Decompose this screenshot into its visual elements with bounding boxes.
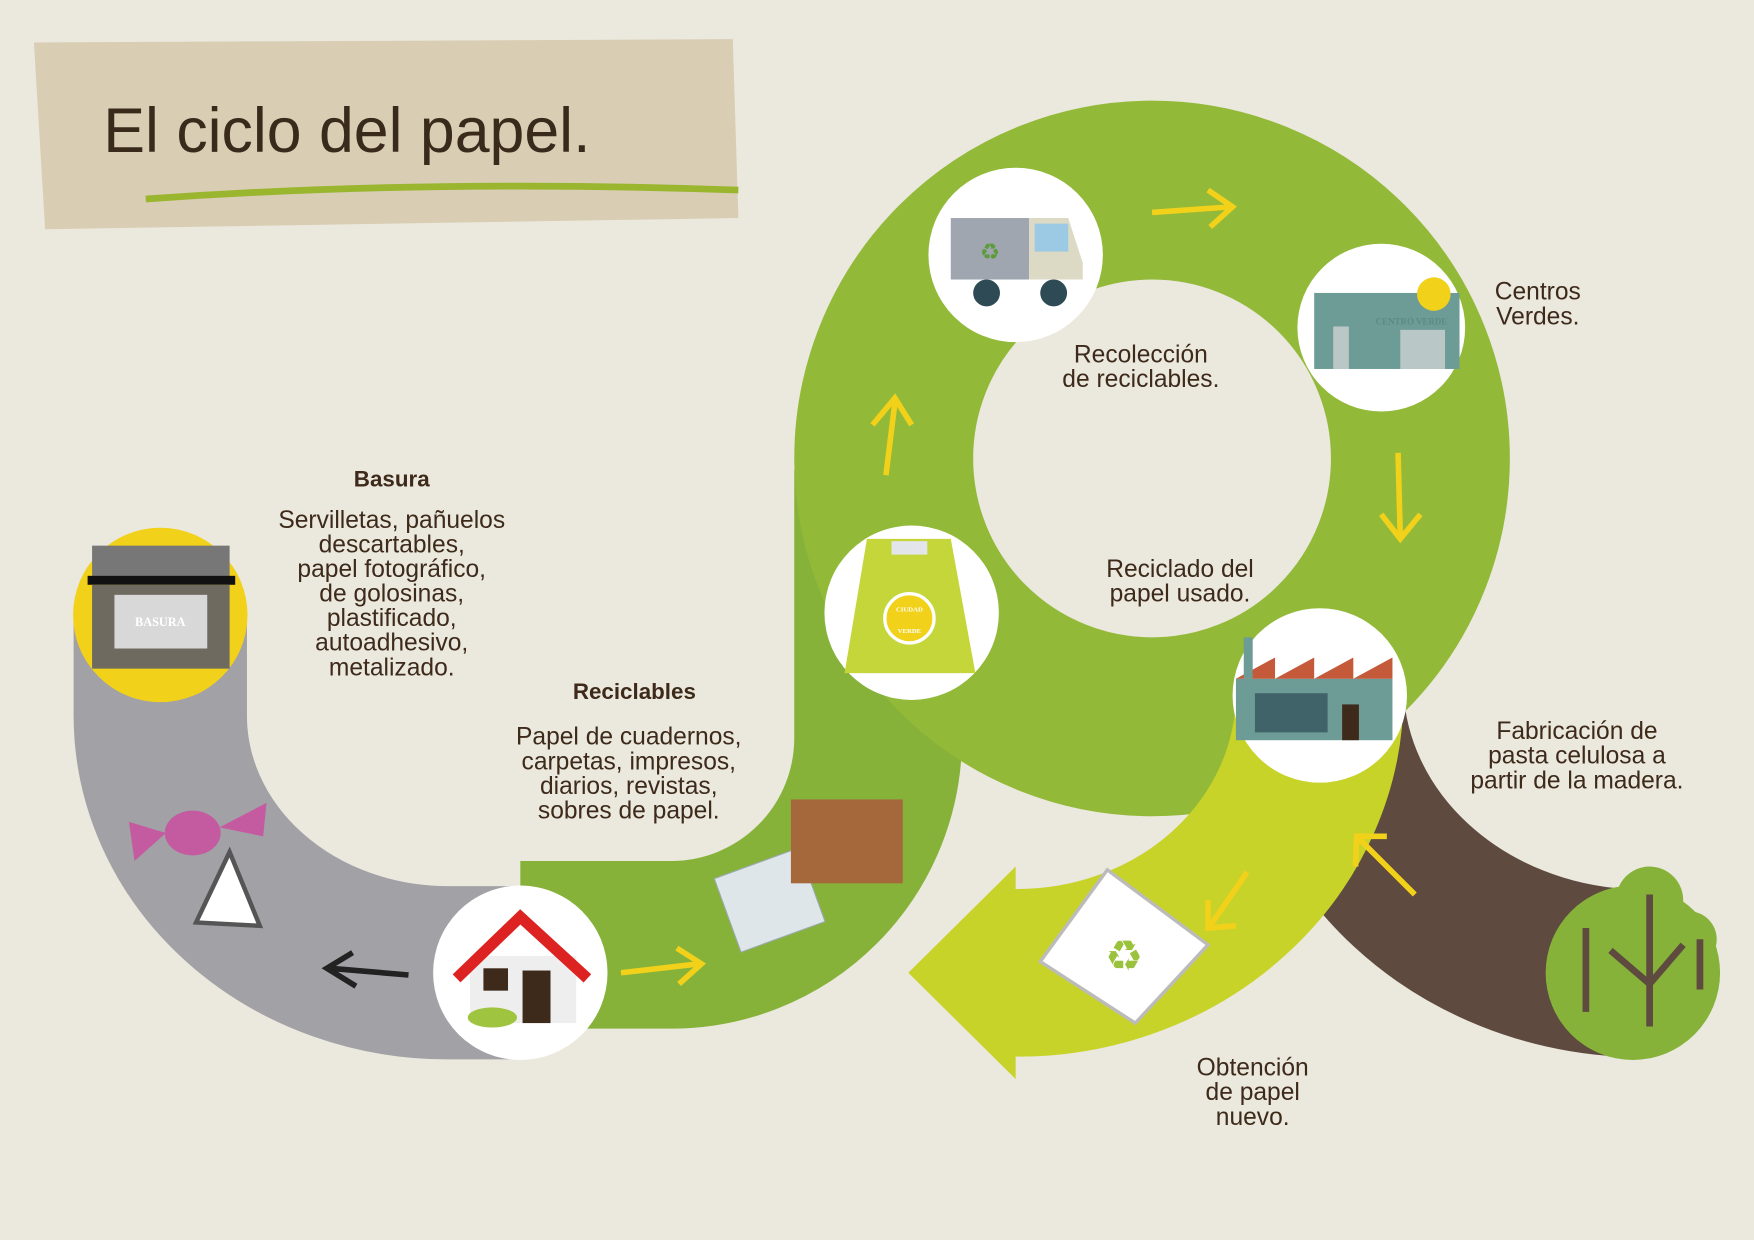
flow-arrows — [620, 187, 1423, 987]
reciclables-heading: Reciclables — [573, 679, 696, 704]
text-line: Fabricación de — [1496, 718, 1657, 745]
svg-text:♻: ♻ — [1105, 934, 1143, 981]
text-line: papel fotográfico, — [297, 556, 486, 583]
reciclables-description: Papel de cuadernos, carpetas, impresos, … — [516, 724, 741, 825]
basura-description: Servilletas, pañuelos descartables, pape… — [278, 507, 505, 682]
obtencion-label: Obtención de papel nuevo. — [1197, 1055, 1309, 1131]
text-line: Centros — [1495, 279, 1581, 306]
text-line: autoadhesivo, — [315, 630, 468, 657]
trees-icon — [1545, 866, 1721, 1060]
recycled-paper-icon: ♻ — [1037, 867, 1211, 1026]
text-line: Servilletas, pañuelos — [278, 507, 505, 534]
text-line: Reciclado del — [1106, 556, 1254, 583]
text-line: Recolección — [1074, 341, 1208, 368]
reciclado-label: Reciclado del papel usado. — [1106, 556, 1254, 608]
text-line: Verdes. — [1496, 303, 1579, 330]
title-banner: El ciclo del papel. — [33, 39, 739, 230]
truck-icon: ♻ — [928, 167, 1103, 343]
recycling-center-icon: CENTRO VERDE — [1297, 243, 1466, 412]
text-line: carpetas, impresos, — [522, 748, 736, 775]
tissue-icon — [192, 846, 264, 929]
box-icon — [790, 799, 903, 884]
trash-bin-icon: BASURA — [73, 527, 248, 703]
text-line: de reciclables. — [1062, 366, 1219, 393]
cycle-ring — [794, 100, 1510, 817]
bag-badge-bottom: VERDE — [898, 628, 922, 635]
trash-bin-label: BASURA — [135, 615, 186, 629]
text-line: de golosinas, — [319, 581, 464, 608]
page-title: El ciclo del papel. — [103, 96, 590, 166]
svg-text:♻: ♻ — [980, 239, 1000, 264]
text-line: nuevo. — [1216, 1104, 1290, 1131]
text-line: sobres de papel. — [538, 797, 720, 824]
candy-icon — [128, 802, 267, 861]
recyclables-band — [520, 469, 962, 1029]
text-line: Obtención — [1197, 1055, 1309, 1082]
centro-verde-sign: CENTRO VERDE — [1376, 316, 1448, 326]
text-line: plastificado, — [327, 605, 457, 632]
new-paper-arrowhead — [908, 866, 1016, 1079]
fabricacion-label: Fabricación de pasta celulosa a partir d… — [1470, 718, 1683, 794]
bag-badge-top: CIUDAD — [896, 607, 923, 614]
centros-label: Centros Verdes. — [1495, 279, 1581, 331]
text-line: diarios, revistas, — [540, 773, 718, 800]
house-icon — [433, 885, 608, 1060]
factory-icon — [1232, 608, 1407, 783]
text-line: pasta celulosa a — [1488, 743, 1666, 770]
recycling-bag-icon: CIUDAD VERDE — [824, 525, 999, 700]
text-line: descartables, — [319, 531, 465, 558]
text-line: Papel de cuadernos, — [516, 724, 741, 751]
text-line: metalizado. — [329, 654, 455, 681]
recoleccion-label: Recolección de reciclables. — [1062, 341, 1219, 393]
to-trash-arrow — [321, 950, 409, 989]
text-line: partir de la madera. — [1470, 767, 1683, 794]
text-line: de papel — [1206, 1079, 1300, 1106]
text-line: papel usado. — [1110, 581, 1251, 608]
basura-heading: Basura — [354, 466, 430, 491]
